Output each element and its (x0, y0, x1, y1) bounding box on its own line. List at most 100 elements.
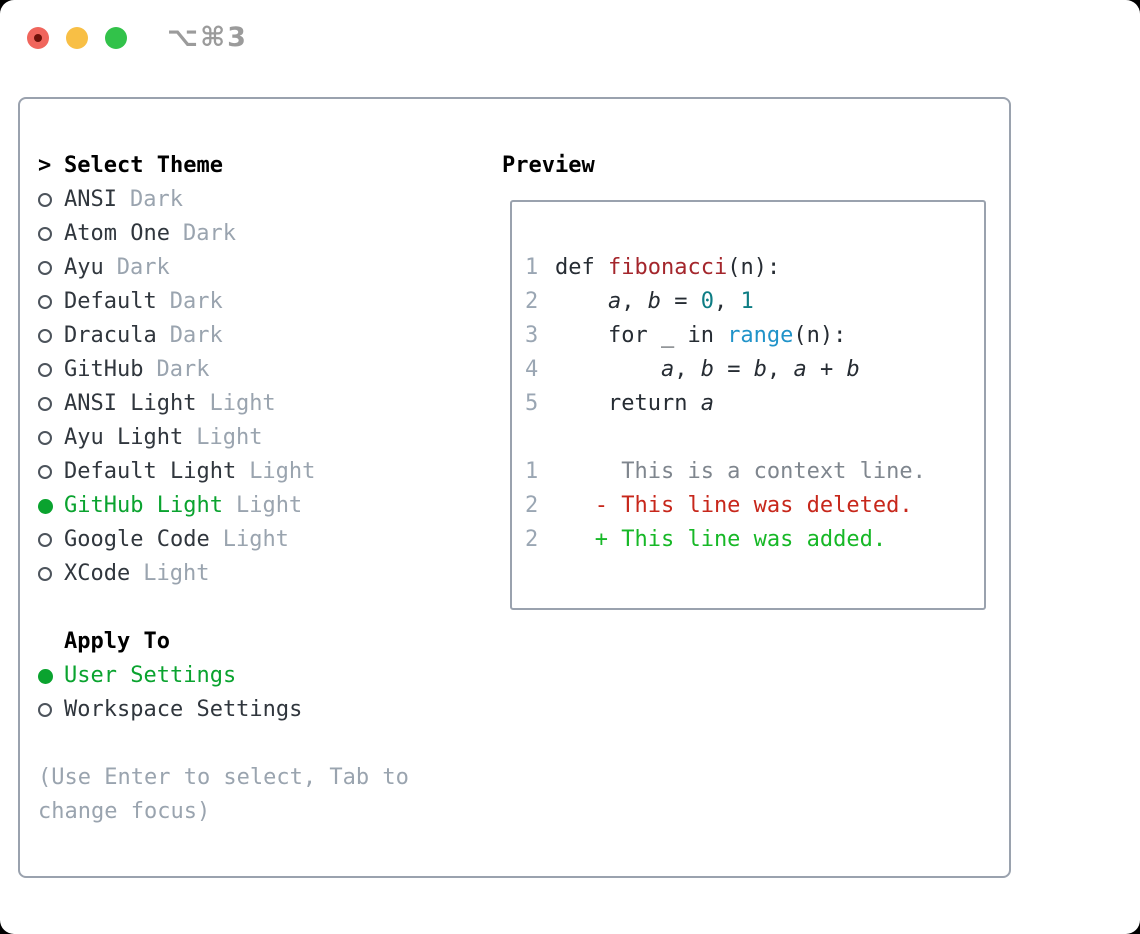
line-number-label: 4 (525, 357, 539, 382)
diff-text-deleted: - This line was deleted. (555, 493, 913, 518)
radio-cell (38, 363, 64, 377)
diff-line-deleted: 2 - This line was deleted. (525, 489, 984, 523)
theme-option-label: Dracula (64, 323, 157, 348)
blank-row (38, 727, 409, 761)
diff-text-context: This is a context line. (555, 459, 926, 484)
line-number-label: 2 (525, 493, 539, 518)
select-theme-header-row: > Select Theme (38, 149, 409, 183)
radio-unselected-icon (38, 465, 52, 479)
radio-unselected-icon (38, 363, 52, 377)
token-var: b (647, 289, 661, 314)
line-number-label: 1 (525, 255, 539, 280)
cursor-prompt-icon: > (38, 153, 52, 178)
token-var: a (793, 357, 807, 382)
diff-sample: 1 This is a context line.2 - This line w… (525, 455, 984, 557)
theme-option-label: Atom One (64, 221, 170, 246)
theme-option-label: Ayu Light (64, 425, 184, 450)
zoom-button[interactable] (105, 27, 127, 49)
code-text: return a (555, 387, 714, 421)
modified-indicator-dot (34, 34, 42, 42)
code-line: 1 def fibonacci(n): (525, 251, 984, 285)
theme-option-label: GitHub Light (64, 493, 223, 518)
theme-variant-label: Dark (129, 187, 183, 212)
radio-cell (38, 431, 64, 445)
preview-header: Preview (502, 153, 595, 178)
radio-cell (38, 329, 64, 343)
diff-line-context: 1 This is a context line. (525, 455, 984, 489)
token-var: b (700, 357, 714, 382)
line-number-label: 2 (525, 289, 539, 314)
select-theme-header: Select Theme (64, 153, 223, 178)
code-line: 3 for _ in range(n): (525, 319, 984, 353)
code-text: def fibonacci(n): (555, 251, 780, 285)
token-var: b (846, 357, 860, 382)
theme-variant-label: Light (249, 459, 316, 484)
theme-option-dracula[interactable]: Dracula Dark (38, 319, 409, 353)
radio-unselected-icon (38, 295, 52, 309)
theme-option-label: ANSI Light (64, 391, 197, 416)
token-fg (555, 357, 661, 382)
theme-option-atom-one[interactable]: Atom One Dark (38, 217, 409, 251)
minimize-button[interactable] (66, 27, 88, 49)
token-num: 1 (740, 289, 754, 314)
hint-line-2: change focus) (38, 799, 211, 824)
line-number-label: 5 (525, 391, 539, 416)
radio-cell (38, 193, 64, 207)
theme-variant-label: Dark (169, 289, 223, 314)
theme-variant-label: Light (196, 425, 263, 450)
theme-variant-label: Dark (169, 323, 223, 348)
theme-option-label: GitHub (64, 357, 144, 382)
theme-option-label: ANSI (64, 187, 117, 212)
radio-selected-icon (38, 668, 53, 684)
token-fg: (n): (793, 323, 847, 348)
token-fg: = (660, 289, 701, 314)
theme-variant-label: Dark (156, 357, 210, 382)
line-number-label: 3 (525, 323, 539, 348)
apply-option-workspace-settings[interactable]: Workspace Settings (38, 693, 409, 727)
line-number-label: 1 (525, 459, 539, 484)
line-number-label: 2 (525, 527, 539, 552)
radio-unselected-icon (38, 397, 52, 411)
token-fg: for _ in (555, 323, 728, 348)
theme-variant-label: Light (235, 493, 303, 518)
theme-option-ayu-light[interactable]: Ayu Light Light (38, 421, 409, 455)
radio-cell (38, 668, 64, 684)
theme-option-label: Default (64, 289, 157, 314)
radio-cell (38, 498, 64, 514)
token-func: fibonacci (607, 255, 728, 280)
token-fg: , (713, 289, 741, 314)
apply-to-header-row: Apply To (38, 625, 409, 659)
code-line: 2 a, b = 0, 1 (525, 285, 984, 319)
token-num: 0 (700, 289, 714, 314)
radio-cell (38, 465, 64, 479)
theme-option-ayu[interactable]: Ayu Dark (38, 251, 409, 285)
theme-variant-label: Light (143, 561, 210, 586)
theme-option-label: Ayu (64, 255, 104, 280)
radio-selected-icon (38, 498, 53, 514)
radio-cell (38, 703, 64, 717)
code-text: a, b = b, a + b (555, 353, 860, 387)
theme-option-github-light[interactable]: GitHub Light Light (38, 489, 409, 523)
code-text: for _ in range(n): (555, 319, 846, 353)
theme-option-github[interactable]: GitHub Dark (38, 353, 409, 387)
radio-cell (38, 567, 64, 581)
close-button[interactable] (27, 27, 49, 49)
theme-option-ansi[interactable]: ANSI Dark (38, 183, 409, 217)
radio-unselected-icon (38, 227, 52, 241)
theme-variant-label: Dark (116, 255, 170, 280)
theme-option-default[interactable]: Default Dark (38, 285, 409, 319)
radio-cell (38, 397, 64, 411)
theme-variant-label: Dark (182, 221, 236, 246)
radio-unselected-icon (38, 533, 52, 547)
radio-unselected-icon (38, 567, 52, 581)
token-var: a (607, 289, 622, 314)
blank-code-row (525, 421, 984, 455)
apply-option-user-settings[interactable]: User Settings (38, 659, 409, 693)
